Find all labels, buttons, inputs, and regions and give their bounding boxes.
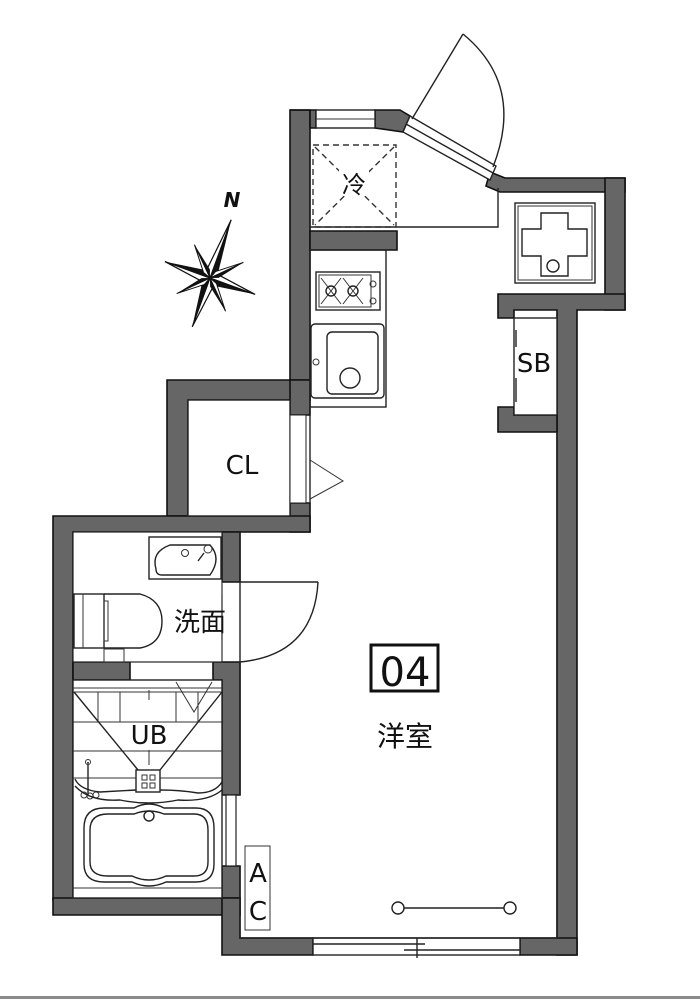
refrigerator-space: 冷 bbox=[312, 144, 397, 228]
water-heater bbox=[514, 202, 596, 284]
windows bbox=[225, 109, 521, 958]
wall-bath-bottom bbox=[52, 897, 241, 916]
drain-icon bbox=[135, 769, 161, 793]
toilet-icon bbox=[73, 593, 163, 663]
sink-icon bbox=[310, 323, 385, 399]
stove-icon bbox=[315, 271, 381, 311]
wall-bottom-right bbox=[519, 937, 578, 956]
washroom: 洗面 bbox=[72, 531, 319, 663]
wall-toilet-ub bbox=[72, 661, 131, 681]
wall-fridge-shelf bbox=[309, 230, 398, 251]
unit-bath-label: UB bbox=[131, 721, 168, 751]
curtain-rail bbox=[391, 901, 517, 915]
closet-label: CL bbox=[226, 451, 259, 481]
wall-door-lower bbox=[485, 170, 626, 193]
wall-top-right-corner bbox=[604, 177, 626, 311]
shoe-box-label: SB bbox=[517, 349, 551, 379]
door-leaf bbox=[411, 33, 464, 120]
bottom-divider bbox=[0, 996, 700, 999]
door-swing-arc bbox=[462, 33, 505, 168]
air-conditioner bbox=[244, 845, 271, 931]
ac-label-c: C bbox=[249, 897, 267, 927]
washroom-door-arc bbox=[239, 581, 319, 663]
wash-basin-icon bbox=[148, 536, 222, 580]
unit-number-box bbox=[369, 643, 440, 693]
entrance-door bbox=[310, 33, 505, 228]
washroom-label: 洗面 bbox=[174, 608, 226, 638]
compass-star-icon bbox=[164, 219, 256, 328]
wall-kitchen-left bbox=[289, 109, 311, 401]
unit-number: 04 bbox=[380, 650, 431, 696]
refrigerator-label: 冷 bbox=[342, 171, 366, 199]
wall-cl-right-upper bbox=[289, 379, 311, 416]
compass-north-label: N bbox=[224, 188, 241, 212]
closet: CL bbox=[187, 399, 344, 517]
unit-bath: UB bbox=[72, 679, 223, 899]
shoe-box: SB bbox=[513, 317, 558, 416]
ac-label-a: A bbox=[249, 859, 267, 889]
compass-rose: N bbox=[164, 188, 256, 328]
wall-washroom-right bbox=[221, 531, 241, 583]
wall-top-left bbox=[290, 109, 317, 129]
window-ub bbox=[225, 794, 237, 867]
main-room: A C 04 洋室 bbox=[239, 415, 558, 939]
bathtub-icon bbox=[83, 803, 215, 887]
kitchen-counter bbox=[309, 249, 387, 408]
main-room-label: 洋室 bbox=[377, 720, 433, 753]
closet-door-arrow bbox=[309, 459, 344, 500]
